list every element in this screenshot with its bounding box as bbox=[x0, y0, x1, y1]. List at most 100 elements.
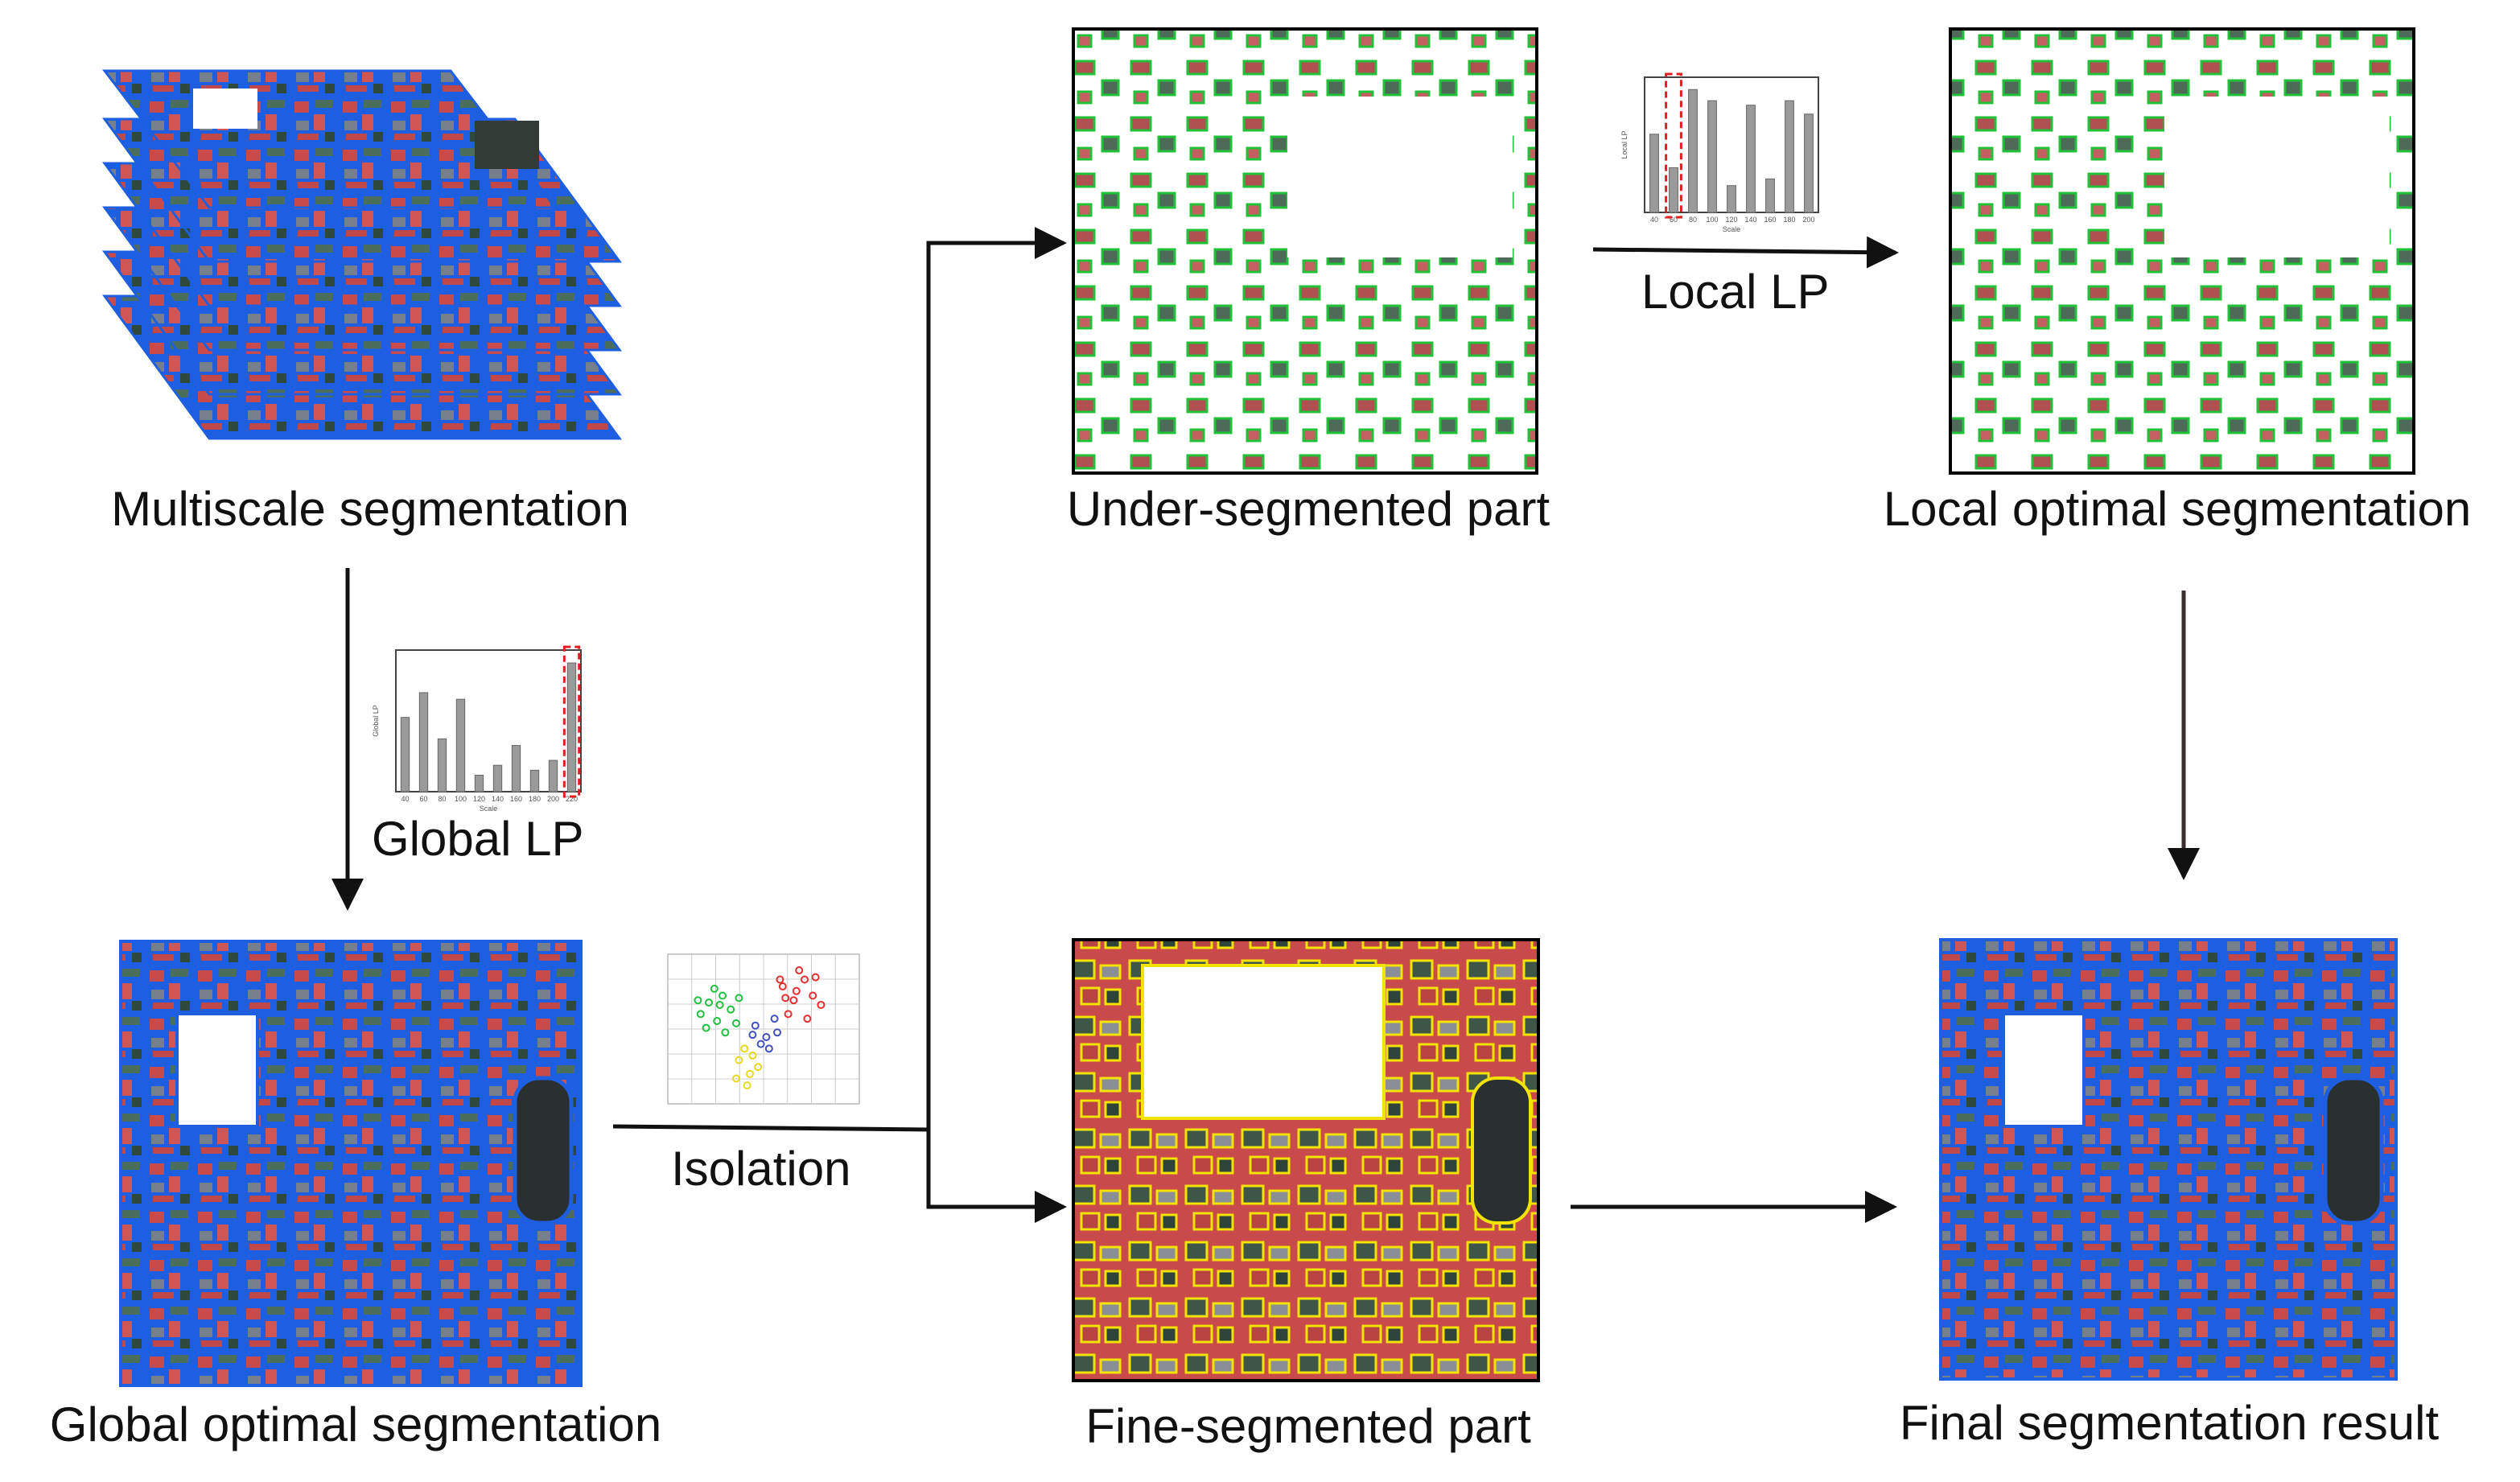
chart-bar bbox=[1688, 89, 1698, 213]
scatter-point bbox=[756, 1039, 765, 1048]
scatter-point bbox=[732, 1074, 740, 1083]
label-isolation: Isolation bbox=[671, 1142, 851, 1196]
chart-bar bbox=[529, 769, 540, 792]
chart-x-tick: 100 bbox=[1706, 216, 1718, 224]
chart-x-tick: 60 bbox=[419, 795, 427, 803]
fine-segmented-track bbox=[1471, 1077, 1532, 1225]
scatter-point bbox=[762, 1033, 771, 1042]
chart-y-label: Local LP bbox=[1620, 130, 1629, 158]
chart-bar bbox=[548, 760, 558, 792]
arrow-to-fine-segmented bbox=[926, 1130, 1067, 1223]
chart-x-tick: 40 bbox=[401, 795, 409, 803]
stack-dark-field bbox=[475, 121, 539, 169]
scatter-point bbox=[792, 986, 801, 995]
scatter-point bbox=[770, 1015, 779, 1023]
chart-highlight-box bbox=[1665, 72, 1682, 219]
scatter-point bbox=[710, 984, 719, 993]
scatter-point bbox=[773, 1028, 781, 1037]
scatter-point bbox=[696, 1010, 705, 1019]
scatter-point bbox=[764, 1044, 773, 1053]
chart-y-label: Global LP bbox=[372, 705, 380, 737]
chart-x-tick: 80 bbox=[1689, 216, 1697, 224]
fine-segmented-white-area bbox=[1141, 964, 1386, 1120]
arrow-to-under-segmented bbox=[926, 227, 1067, 1130]
chart-x-label: Scale bbox=[480, 805, 498, 813]
chart-bar bbox=[1727, 185, 1736, 213]
scatter-point bbox=[732, 1019, 740, 1027]
chart-bar bbox=[1707, 100, 1717, 213]
chart-bar bbox=[492, 764, 503, 792]
chart-bar bbox=[1669, 167, 1678, 213]
chart-x-tick: 120 bbox=[1725, 216, 1737, 224]
chart-bar bbox=[1804, 113, 1814, 213]
scatter-point bbox=[702, 1023, 710, 1032]
scatter-point bbox=[754, 1063, 763, 1072]
scatter-point bbox=[694, 996, 702, 1005]
chart-x-tick: 200 bbox=[547, 795, 559, 803]
scatter-point bbox=[789, 996, 798, 1005]
chart-bar bbox=[1649, 134, 1659, 213]
scatter-point bbox=[713, 1016, 722, 1025]
chart-bar bbox=[418, 692, 429, 792]
label-global-optimal: Global optimal segmentation bbox=[49, 1398, 662, 1451]
scatter-point bbox=[721, 1028, 730, 1037]
scatter-point bbox=[817, 1000, 826, 1009]
scatter-point bbox=[803, 1015, 812, 1023]
chart-x-label: Scale bbox=[1723, 225, 1741, 233]
global-optimal-track bbox=[513, 1076, 574, 1225]
chart-x-tick: 80 bbox=[438, 795, 446, 803]
chart-bar bbox=[566, 662, 577, 792]
local-optimal-white-area bbox=[2164, 97, 2390, 257]
scatter-point bbox=[715, 1000, 724, 1009]
under-segmented-white-area bbox=[1287, 97, 1513, 257]
label-under-segmented: Under-segmented part bbox=[1066, 482, 1550, 536]
scatter-point bbox=[727, 1005, 735, 1014]
scatter-point bbox=[735, 1056, 743, 1064]
scatter-point bbox=[748, 1051, 757, 1060]
scatter-point bbox=[705, 998, 713, 1007]
chart-x-tick: 180 bbox=[529, 795, 541, 803]
chart-x-tick: 120 bbox=[473, 795, 485, 803]
chart-x-tick: 220 bbox=[566, 795, 578, 803]
label-final: Final segmentation result bbox=[1899, 1396, 2440, 1450]
scatter-point bbox=[751, 1021, 760, 1030]
scatter-point bbox=[719, 991, 727, 1000]
global-optimal-white-building bbox=[175, 1012, 259, 1128]
chart-x-tick: 180 bbox=[1783, 216, 1795, 224]
chart-x-tick: 140 bbox=[492, 795, 504, 803]
label-fine-segmented: Fine-segmented part bbox=[1085, 1399, 1531, 1453]
multiscale-stack bbox=[101, 69, 622, 440]
label-multiscale: Multiscale segmentation bbox=[111, 482, 629, 536]
chart-x-tick: 200 bbox=[1802, 216, 1814, 224]
chart-x-tick: 160 bbox=[1764, 216, 1776, 224]
chart-bar bbox=[474, 774, 484, 792]
isolation-scatter-chart bbox=[667, 953, 860, 1105]
chart-x-tick: 160 bbox=[510, 795, 522, 803]
scatter-point bbox=[735, 994, 743, 1002]
label-local-optimal: Local optimal segmentation bbox=[1883, 482, 2472, 536]
scatter-point bbox=[746, 1069, 754, 1078]
scatter-point bbox=[801, 975, 809, 984]
scatter-point bbox=[740, 1044, 749, 1053]
chart-bar bbox=[1746, 105, 1756, 213]
label-global-lp: Global LP bbox=[372, 812, 584, 866]
chart-bar bbox=[400, 717, 410, 792]
chart-highlight-box bbox=[562, 645, 581, 798]
chart-bar bbox=[1765, 178, 1775, 213]
scatter-point bbox=[811, 973, 820, 982]
chart-x-tick: 100 bbox=[455, 795, 467, 803]
chart-x-tick: 140 bbox=[1744, 216, 1756, 224]
global-optimal-image bbox=[119, 940, 583, 1387]
scatter-point bbox=[781, 994, 790, 1002]
final-result-white-building bbox=[2002, 1012, 2086, 1128]
chart-bar bbox=[511, 745, 521, 792]
scatter-point bbox=[795, 966, 804, 975]
label-local-lp: Local LP bbox=[1641, 265, 1830, 319]
stack-white-building bbox=[193, 89, 257, 129]
final-result-track bbox=[2323, 1076, 2384, 1225]
arrow-local-lp bbox=[1592, 236, 1899, 269]
scatter-point bbox=[778, 982, 787, 991]
